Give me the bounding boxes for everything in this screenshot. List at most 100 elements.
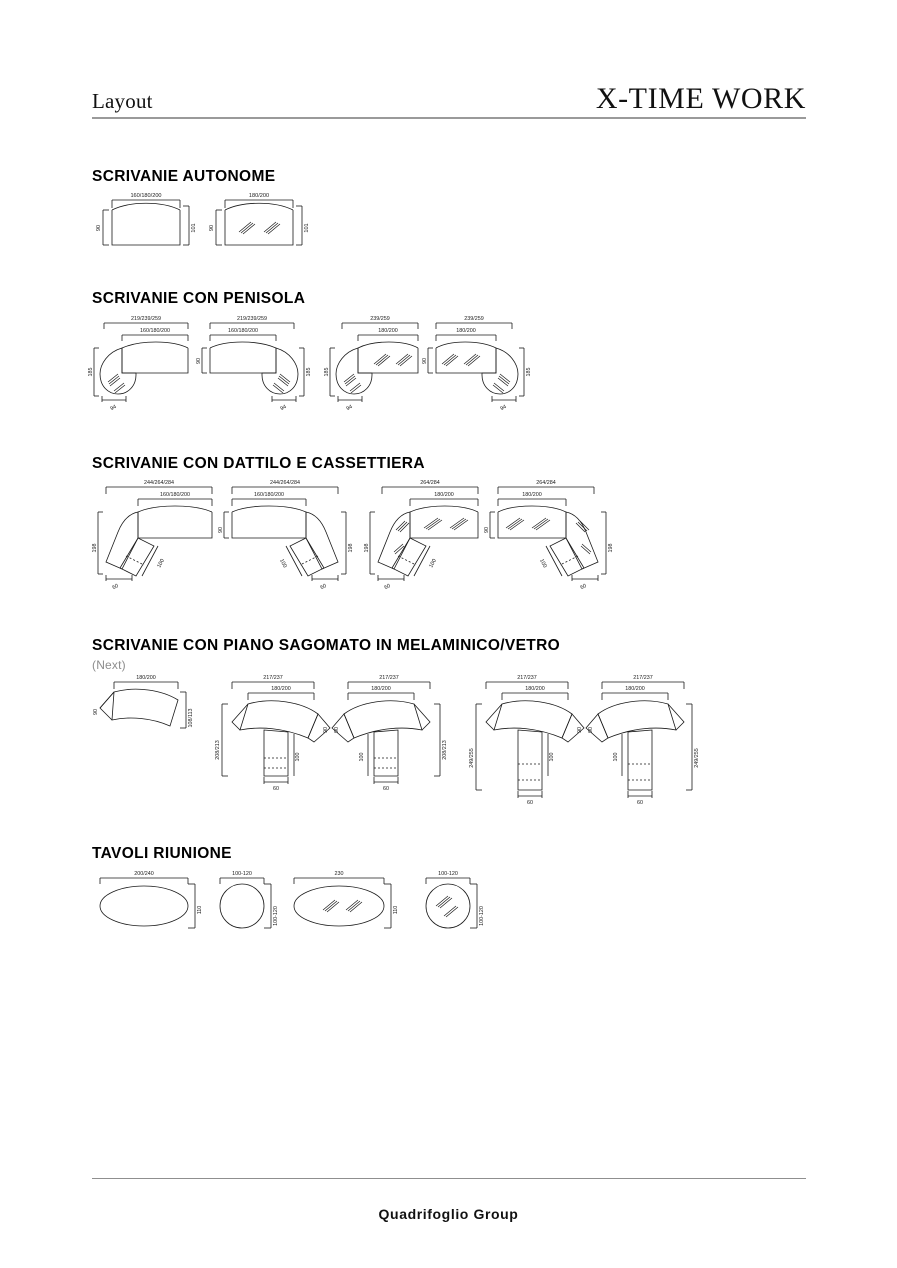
- fig-dattilo-right-glass: [489, 486, 607, 581]
- dim-width: 200/240: [134, 871, 154, 877]
- page-title: Layout: [92, 89, 153, 113]
- dim-top: 180/200: [456, 328, 476, 334]
- dim-width: 180/200: [249, 193, 269, 199]
- dim-outer: 239/259: [370, 316, 390, 322]
- dim-angle-panel: 90: [588, 727, 594, 733]
- dim-outer: 239/259: [464, 316, 484, 322]
- dim-top: 160/180/200: [160, 492, 190, 498]
- dim-return-len: 100: [549, 753, 555, 762]
- dim-depth: 249/255: [469, 748, 475, 768]
- dim-depth: 185: [526, 368, 532, 377]
- dim-depth: 198: [348, 544, 354, 553]
- fig-dattilo-right-melamine: [223, 486, 347, 581]
- glass-hatch: [238, 221, 281, 235]
- dim-outer: 219/239/259: [131, 316, 161, 322]
- dim-outer: 217/237: [379, 675, 399, 681]
- dim-return-width: 60: [383, 786, 389, 792]
- dim-desk-depth: 90: [218, 527, 224, 533]
- dim-depth: 110: [393, 906, 399, 915]
- figure-group-sagomato: 180/200 90 108/113 217/237 180/200 217/2…: [92, 672, 700, 807]
- dim-return-len: 100: [428, 558, 438, 569]
- brand-title: X-TIME WORK: [595, 82, 806, 115]
- dim-depth-left: 90: [96, 225, 102, 231]
- dim-peninsula: 94: [499, 404, 507, 412]
- figures-autonome: 160/180/200 180/200 90 101 90 101: [96, 193, 310, 246]
- dim-return-len: 100: [538, 558, 548, 569]
- dim-depth-left: 90: [209, 225, 215, 231]
- dim-depth: 208/213: [442, 740, 448, 760]
- dim-angle-panel: 90: [577, 727, 583, 733]
- footer-divider: [92, 1178, 806, 1179]
- dim-depth: 198: [364, 544, 370, 553]
- dim-depth: 208/213: [215, 740, 221, 760]
- dim-outer: 244/264/284: [270, 480, 300, 486]
- figure-group-scrivanie-autonome: 160/180/200 180/200 90 101 90 101: [92, 188, 322, 260]
- dim-top: 180/200: [378, 328, 398, 334]
- fig-desk-melamine: [102, 199, 190, 246]
- dim-return-width: 60: [637, 800, 643, 806]
- dim-angle-panel: 90: [323, 727, 329, 733]
- footer-company: Quadrifoglio Group: [378, 1206, 519, 1222]
- section-title-piano-sagomato: SCRIVANIE CON PIANO SAGOMATO IN MELAMINI…: [92, 637, 561, 654]
- dim-return-len: 100: [359, 753, 365, 762]
- dim-top: 180/200: [625, 686, 645, 692]
- fig-next-left-short: [221, 681, 331, 784]
- section-title-scrivanie-con-penisola: SCRIVANIE CON PENISOLA: [92, 290, 306, 307]
- dim-depth-left: 90: [93, 709, 99, 715]
- figures-tavoli: 200/240 100-120 230 100-120 110 100-120 …: [99, 871, 485, 929]
- section-subtitle-next: (Next): [92, 658, 126, 672]
- dim-width: 230: [335, 871, 344, 877]
- dim-return-len: 100: [156, 558, 166, 569]
- dim-depth: 185: [306, 368, 312, 377]
- dim-peninsula: 94: [109, 404, 117, 412]
- dim-top: 180/200: [271, 686, 291, 692]
- dim-top: 180/200: [522, 492, 542, 498]
- fig-oval-table-glass: [293, 877, 392, 929]
- dim-outer: 264/284: [420, 480, 440, 486]
- dim-angle-panel: 90: [334, 727, 340, 733]
- dim-depth: 198: [608, 544, 614, 553]
- fig-oval-table-melamine: [99, 877, 196, 929]
- fig-dattilo-left-melamine: [97, 486, 213, 581]
- section-title-dattilo: SCRIVANIE CON DATTILO E CASSETTIERA: [92, 455, 425, 472]
- dim-return-width: 60: [273, 786, 279, 792]
- fig-peninsula-right-melamine: [201, 322, 305, 402]
- dim-depth: 198: [92, 544, 98, 553]
- figure-group-dattilo: 244/264/284 160/180/200 244/264/284 160/…: [92, 476, 622, 591]
- dim-outer: 217/237: [517, 675, 537, 681]
- dim-outer: 264/284: [536, 480, 556, 486]
- dim-return-len: 100: [295, 753, 301, 762]
- dim-depth-right: 101: [191, 223, 197, 232]
- dim-width: 100-120: [232, 871, 252, 877]
- figures-penisola: 219/239/259 160/180/200 219/239/259 160/…: [88, 316, 532, 412]
- figure-group-penisola: 219/239/259 160/180/200 219/239/259 160/…: [88, 312, 532, 412]
- dim-desk-depth: 90: [422, 358, 428, 364]
- dim-width: 160/180/200: [130, 193, 161, 199]
- dim-top: 180/200: [371, 686, 391, 692]
- fig-next-left-long: [475, 681, 585, 798]
- dim-width: 100-120: [438, 871, 458, 877]
- page-header: Layout X-TIME WORK: [92, 70, 806, 116]
- dim-depth: 110: [197, 906, 203, 915]
- dim-top: 180/200: [434, 492, 454, 498]
- dim-top: 160/180/200: [228, 328, 258, 334]
- dim-return-len: 100: [613, 753, 619, 762]
- section-title-tavoli-riunione: TAVOLI RIUNIONE: [92, 845, 232, 862]
- dim-depth: 100-120: [273, 906, 279, 926]
- dim-depth: 185: [88, 368, 94, 377]
- section-title-scrivanie-autonome: SCRIVANIE AUTONOME: [92, 168, 276, 185]
- fig-peninsula-left-glass: [329, 322, 419, 402]
- dim-return-width: 60: [319, 583, 327, 591]
- fig-round-table-melamine: [219, 877, 272, 929]
- dim-desk-depth: 90: [196, 358, 202, 364]
- fig-desk-glass: [215, 199, 303, 246]
- dim-depth: 185: [324, 368, 330, 377]
- dim-return-width: 60: [111, 583, 119, 591]
- dim-depth-right: 101: [304, 223, 310, 232]
- dim-peninsula: 94: [345, 404, 353, 412]
- dim-depth: 249/255: [694, 748, 700, 768]
- dim-outer: 217/237: [633, 675, 653, 681]
- dim-peninsula: 94: [279, 404, 287, 412]
- dim-return-width: 60: [527, 800, 533, 806]
- header-divider: [92, 117, 806, 119]
